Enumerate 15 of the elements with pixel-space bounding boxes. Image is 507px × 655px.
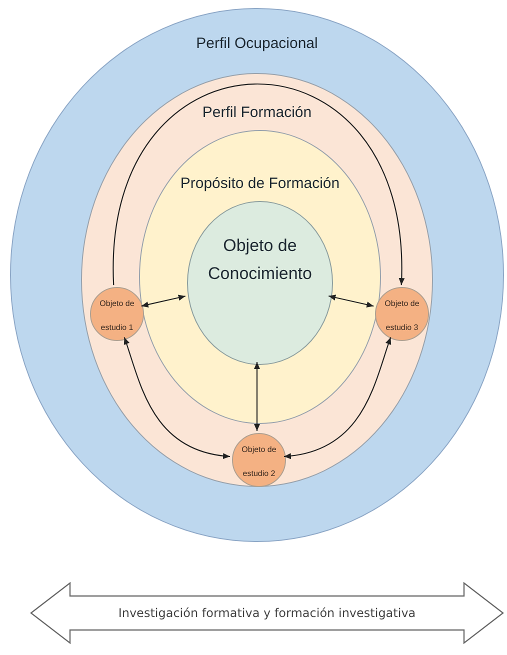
double-block-arrow	[30, 582, 504, 644]
node-label: Perfil Ocupacional	[196, 34, 318, 54]
node-label: Investigación formativa y formación investigativa	[118, 606, 416, 620]
node-label: Perfil Formación	[202, 103, 312, 123]
connector-arrow	[328, 294, 374, 308]
node-label: Objeto de Conocimiento	[207, 235, 313, 285]
connector-arrow	[284, 337, 392, 459]
node-label: Objeto de estudio 3	[384, 299, 420, 332]
connector-arrow	[113, 84, 404, 286]
node-label: Objeto de estudio 1	[100, 299, 134, 332]
node-label: Objeto de estudio 2	[242, 445, 276, 478]
connector-arrow	[141, 294, 186, 308]
node-label: Propósito de Formación	[180, 174, 340, 194]
connector-arrow	[254, 362, 260, 431]
connector-arrow	[124, 337, 230, 459]
